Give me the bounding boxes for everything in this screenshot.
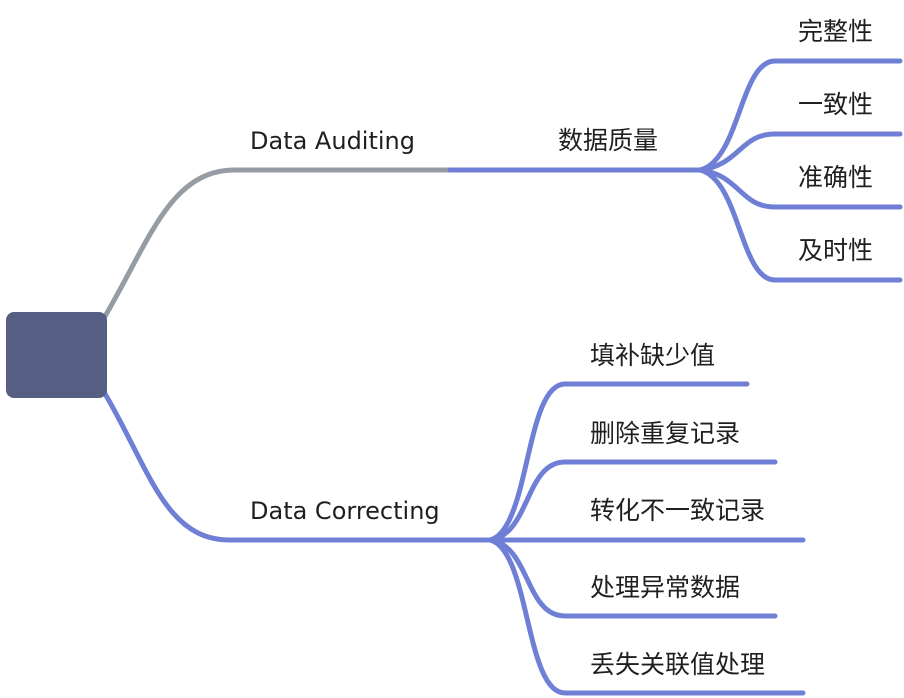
node-remove-duplicate-records[interactable]: 删除重复记录 xyxy=(590,419,741,448)
connector-correcting-missing-associations xyxy=(487,537,806,696)
branch-data-correcting[interactable]: Data Correcting xyxy=(250,497,440,525)
node-convert-inconsistent-records[interactable]: 转化不一致记录 xyxy=(590,496,766,525)
branch-data-auditing[interactable]: Data Auditing xyxy=(250,127,415,155)
connector-correcting-fill-missing xyxy=(487,381,750,543)
node-completeness[interactable]: 完整性 xyxy=(798,17,874,46)
connector-quality-accuracy xyxy=(697,167,903,210)
connector-correcting-remove-duplicates xyxy=(487,459,778,543)
node-consistency[interactable]: 一致性 xyxy=(798,90,874,119)
node-missing-association-handling[interactable]: 丢失关联值处理 xyxy=(590,650,766,679)
connector-correcting-handle-outliers xyxy=(487,537,778,619)
node-data-quality[interactable]: 数据质量 xyxy=(558,126,659,155)
root-node[interactable] xyxy=(6,312,107,398)
node-timeliness[interactable]: 及时性 xyxy=(798,236,874,265)
node-accuracy[interactable]: 准确性 xyxy=(798,163,874,192)
node-fill-missing-values[interactable]: 填补缺少值 xyxy=(590,341,716,370)
connector-root-data-correcting xyxy=(101,389,493,543)
connector-quality-completeness xyxy=(697,58,903,173)
node-handle-outliers[interactable]: 处理异常数据 xyxy=(590,573,741,602)
connector-quality-consistency xyxy=(697,131,903,173)
connector-quality-timeliness xyxy=(697,167,903,283)
connector-root-data-auditing xyxy=(101,167,453,321)
